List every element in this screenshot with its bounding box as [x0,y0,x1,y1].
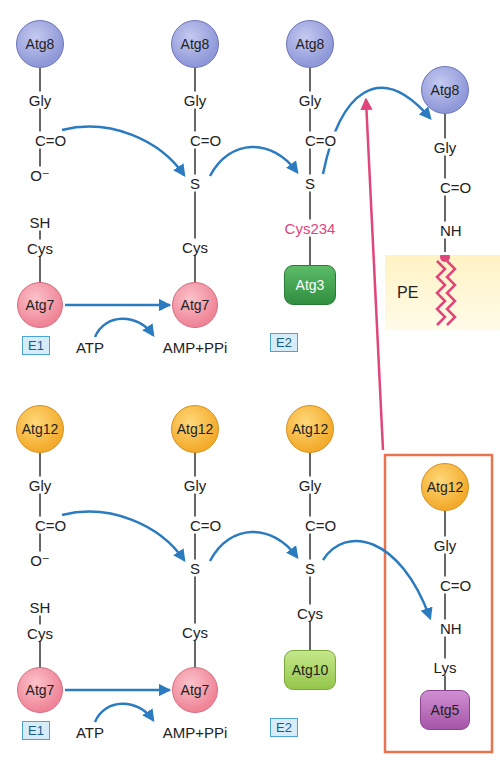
chem-label: C=O [33,132,68,149]
node-label: Atg8 [296,36,325,52]
protein-circle: Atg8 [16,20,64,68]
node-label: PE [397,284,418,302]
chem-label: NH [438,620,464,637]
chem-label: Lys [432,659,459,676]
chem-label: Gly [432,139,459,156]
chem-label: S [303,175,317,192]
node-label: E1 [28,723,44,738]
chem-label: C=O [438,577,473,594]
protein-circle: Atg12 [286,405,334,453]
chem-label: Gly [432,537,459,554]
chem-label: O⁻ [28,552,52,569]
node-label: Atg5 [431,702,460,718]
residue-label-highlight: Cys234 [283,220,338,237]
chem-label: Gly [27,477,54,494]
chem-label: NH [438,222,464,239]
chem-label: C=O [303,132,338,149]
enzyme-circle: Atg7 [172,667,218,713]
protein-circle: Atg8 [171,20,219,68]
chem-label: Gly [297,92,324,109]
protein-circle: Atg12 [421,463,469,511]
chem-label: S [188,560,202,577]
stimulation-arrow [366,100,383,450]
node-label: Atg7 [26,297,55,313]
node-label: Atg3 [296,277,325,293]
chem-label: AMP+PPi [161,724,230,741]
transfer-arrows [62,88,430,722]
protein-circle: Atg8 [421,66,469,114]
protein-circle: Atg12 [16,405,64,453]
chem-label: AMP+PPi [161,339,230,356]
chem-label: C=O [33,517,68,534]
node-label: Atg7 [181,297,210,313]
node-label: Atg7 [26,682,55,698]
enzyme-circle: Atg7 [172,282,218,328]
chem-label: C=O [188,132,223,149]
enzyme-circle: Atg7 [17,667,63,713]
chem-label: C=O [303,517,338,534]
node-label: Atg12 [22,421,59,437]
node-label: Atg12 [177,421,214,437]
protein-box: Atg5 [420,690,470,730]
chem-label: Cys [180,624,210,641]
enzyme-class-box: E1 [22,721,50,740]
chem-label: ATP [74,724,106,741]
chem-label: S [188,175,202,192]
chem-label: Gly [27,92,54,109]
chem-label: SH [28,599,53,616]
enzyme-circle: Atg7 [17,282,63,328]
chem-label: C=O [438,179,473,196]
chem-label: SH [28,214,53,231]
node-label: E2 [276,720,292,735]
activation-arrow [65,689,170,692]
protein-circle: Atg12 [171,405,219,453]
membrane-band: PE [385,255,500,330]
activation-arrow [65,304,170,307]
chem-label: Gly [182,477,209,494]
protein-circle: Atg8 [286,20,334,68]
chem-label: Cys [295,605,325,622]
node-label: Atg12 [292,421,329,437]
node-label: Atg8 [26,36,55,52]
chem-label: Cys [25,625,55,642]
enzyme-class-box: E2 [270,718,298,737]
node-label: Atg12 [427,479,464,495]
node-label: Atg10 [292,662,329,678]
node-label: E2 [276,335,292,350]
chem-label: O⁻ [28,167,52,184]
chem-label: Cys [180,239,210,256]
chem-label: Gly [297,477,324,494]
node-label: Atg8 [431,82,460,98]
chem-label: Cys [25,240,55,257]
conjugate-frame [385,455,492,752]
chem-label: C=O [188,517,223,534]
chem-label: Gly [182,92,209,109]
node-label: Atg7 [181,682,210,698]
chem-label: ATP [74,339,106,356]
enzyme-box: Atg3 [284,265,336,305]
node-label: Atg8 [181,36,210,52]
chem-label: S [303,560,317,577]
enzyme-class-box: E2 [270,333,298,352]
node-label: E1 [28,338,44,353]
enzyme-class-box: E1 [22,336,50,355]
enzyme-box: Atg10 [284,650,336,690]
